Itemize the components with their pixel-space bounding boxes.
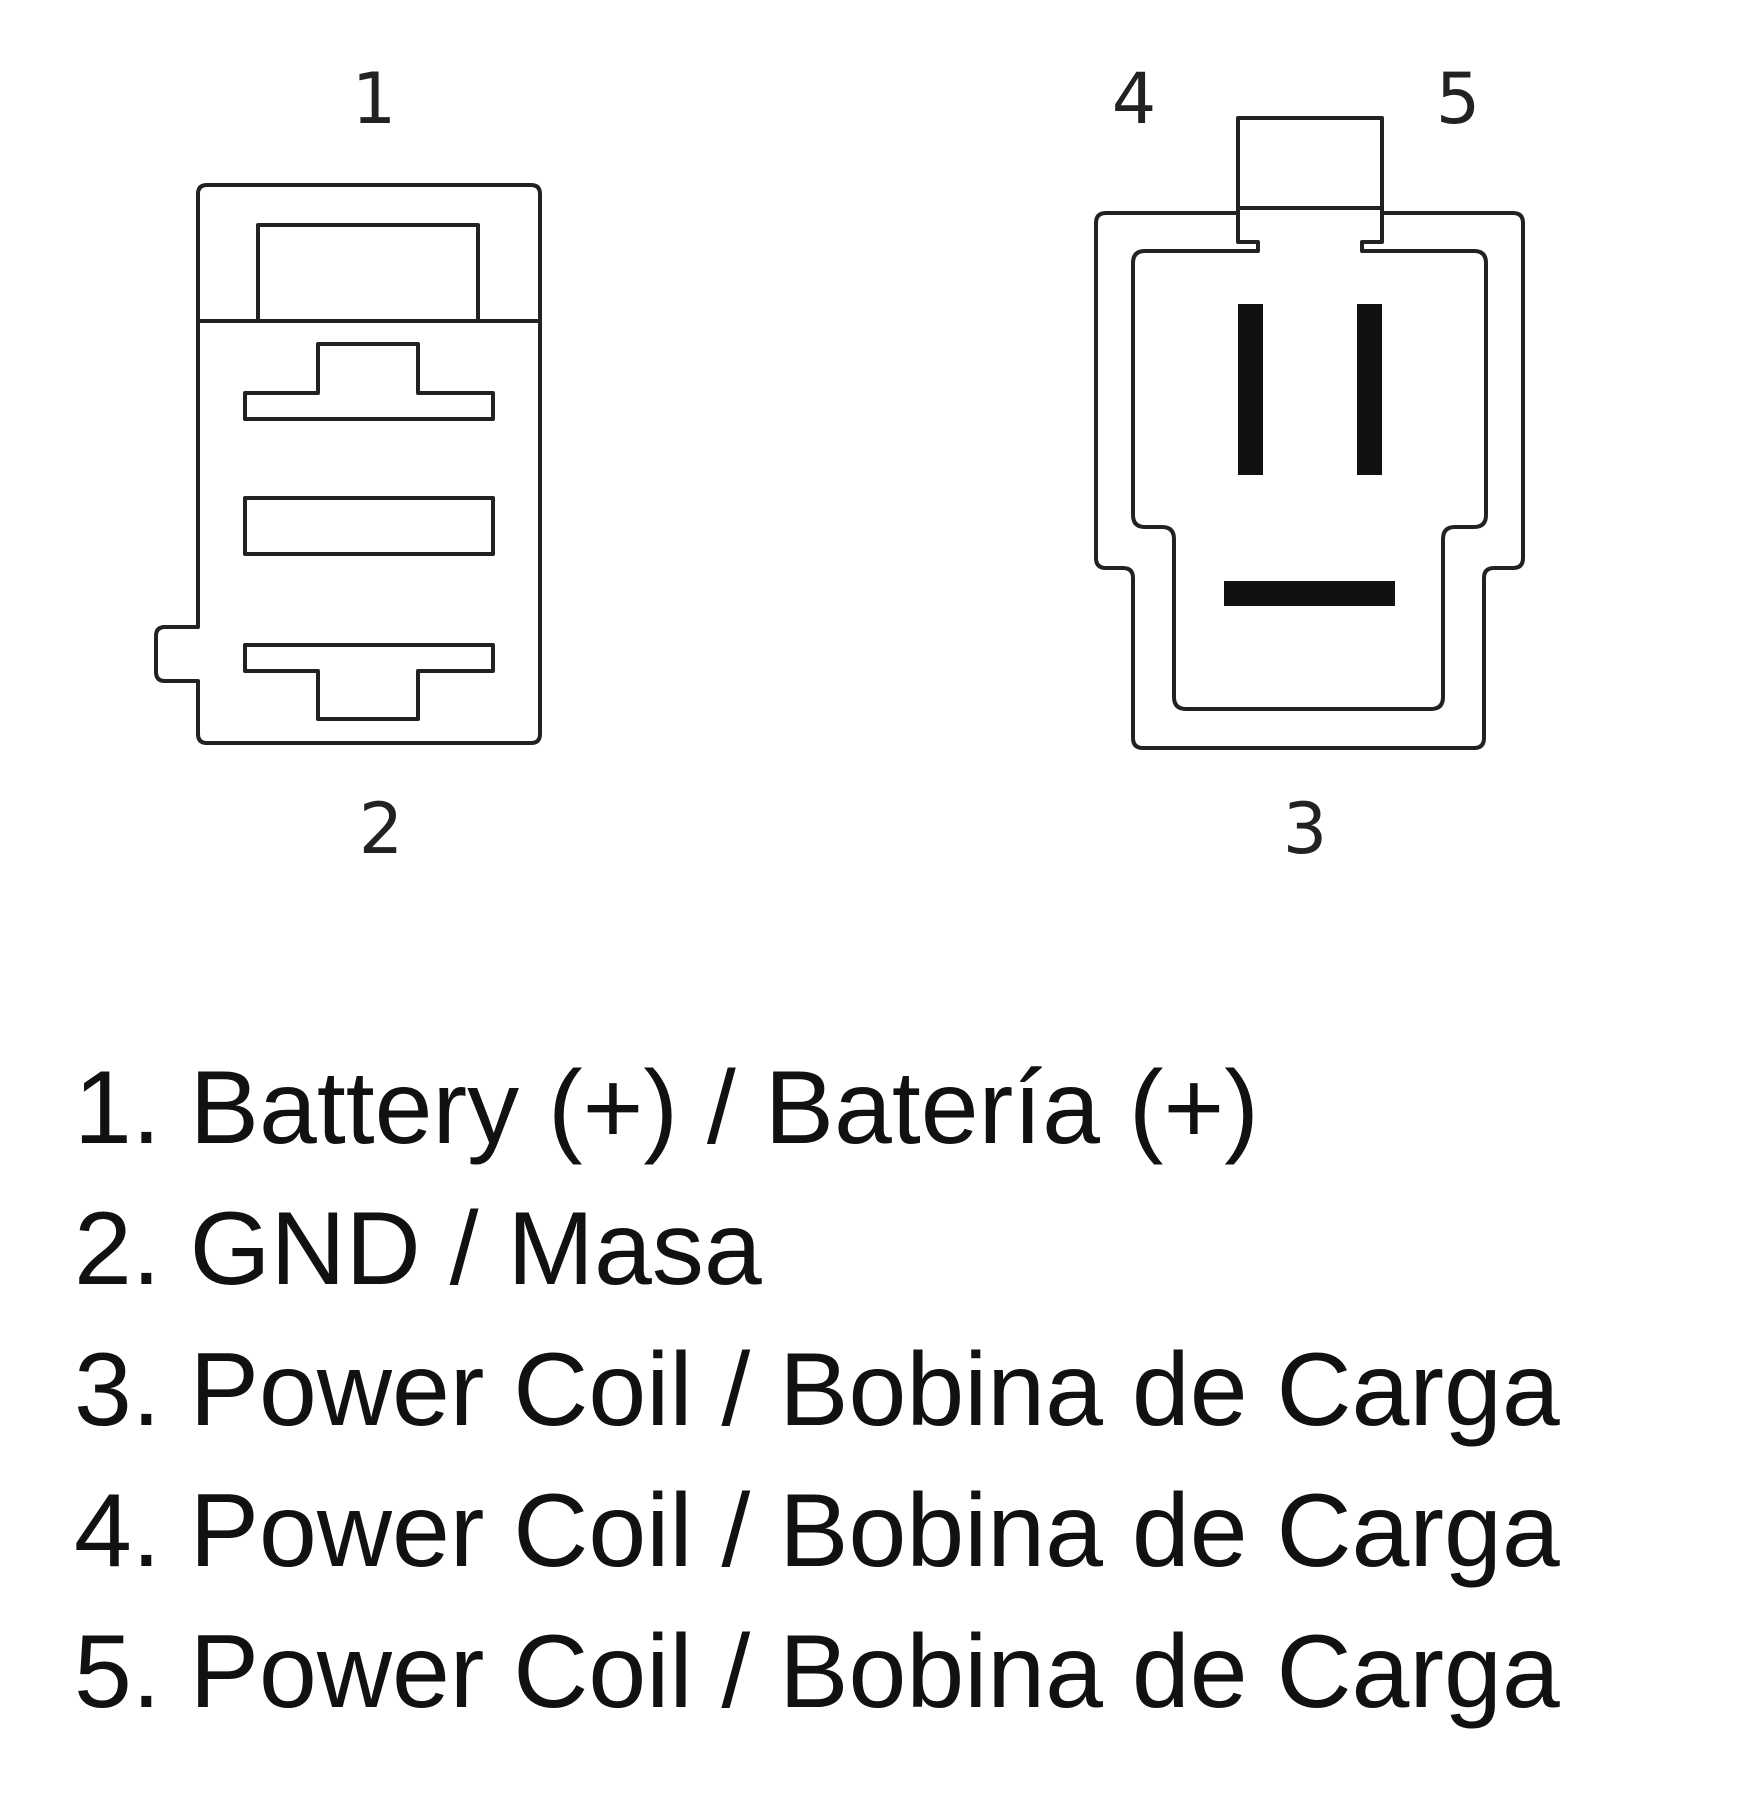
connector-right-housing-outer [1094,116,1525,750]
connector-right-terminal-5 [1357,304,1382,475]
legend-item-5: 5. Power Coil / Bobina de Carga [74,1614,1560,1730]
pin-label-5: 5 [1435,58,1481,140]
connector-right-terminal-3 [1224,581,1395,606]
legend-item-1: 1. Battery (+) / Batería (+) [74,1050,1259,1166]
pin-label-1: 1 [351,58,397,140]
connector-left-housing [154,183,542,745]
connector-left-slot-lower [243,643,495,721]
pin-label-3: 3 [1282,788,1328,870]
connector-right-housing-inner [1131,206,1488,711]
legend-item-3: 3. Power Coil / Bobina de Carga [74,1332,1560,1448]
pin-label-2: 2 [358,788,404,870]
legend-item-4: 4. Power Coil / Bobina de Carga [74,1473,1560,1589]
connector-left-lock-tab [256,223,480,321]
pin-label-4: 4 [1111,58,1157,140]
connector-left-slot-upper [243,342,495,421]
pin-legend: 1. Battery (+) / Batería (+) 2. GND / Ma… [74,1038,1560,1743]
connector-left-slot-middle [243,496,495,556]
legend-item-2: 2. GND / Masa [74,1191,762,1307]
connector-right-terminal-4 [1238,304,1263,475]
